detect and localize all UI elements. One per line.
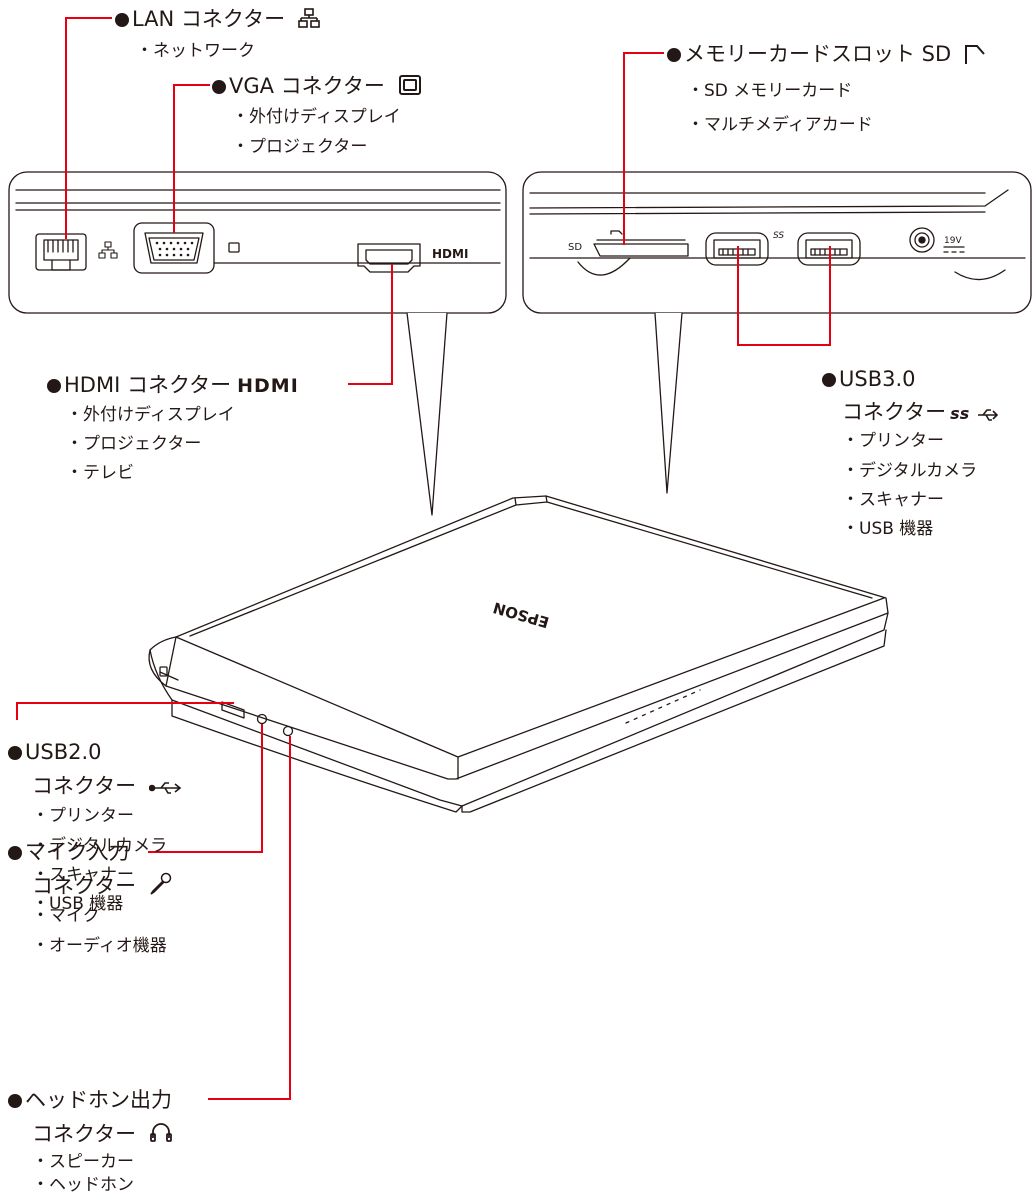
vga-leader <box>173 84 210 233</box>
hdmi-item: ・プロジェクター <box>66 434 202 454</box>
bullet-dot <box>47 379 61 393</box>
dc-label: 19V <box>944 236 962 246</box>
hp-leader <box>208 736 291 1100</box>
right-side-panel <box>522 171 1032 314</box>
mic-title: マイク入力 <box>8 839 130 865</box>
sd-slot-label: SD <box>568 242 582 253</box>
network-icon <box>297 8 320 28</box>
bullet-dot <box>8 846 22 860</box>
microphone-icon <box>150 872 172 895</box>
hp-item: ・スピーカー <box>32 1152 134 1172</box>
hdmi-item: ・外付けディスプレイ <box>66 405 235 425</box>
hp-title: ヘッドホン出力 <box>8 1087 172 1113</box>
vga-icon <box>398 75 421 95</box>
hdmi-logo: HDMI <box>237 375 299 397</box>
vga-item: ・プロジェクター <box>232 137 368 157</box>
mic-item: ・マイク <box>32 906 100 926</box>
network-icon <box>98 241 118 259</box>
vga-item: ・外付けディスプレイ <box>232 107 401 127</box>
usb2-title-line2: コネクター <box>32 773 183 799</box>
hp-title-line2: コネクター <box>32 1120 173 1147</box>
dc-in-jack <box>909 227 965 253</box>
usb3-item: ・プリンター <box>842 431 944 451</box>
hdmi-port-label: HDMI <box>432 247 468 261</box>
ss-mark: ss <box>950 404 970 423</box>
usb2-leader <box>16 702 234 720</box>
bullet-dot <box>115 13 129 27</box>
usb-icon <box>148 782 182 794</box>
mic-leader <box>148 724 263 853</box>
hp-item: ・ヘッドホン <box>32 1175 134 1195</box>
lan-port <box>35 233 87 271</box>
usb3-item: ・USB 機器 <box>842 519 934 539</box>
headphone-icon <box>149 1123 172 1142</box>
lan-title: LAN コネクター <box>115 6 320 32</box>
ss-label: SS <box>773 231 784 241</box>
usb3-item: ・スキャナー <box>842 490 944 510</box>
bullet-dot <box>8 1094 22 1108</box>
usb2-item: ・USB 機器 <box>32 894 124 914</box>
lan-item: ・ネットワーク <box>136 41 255 61</box>
bullet-dot <box>822 373 836 387</box>
bullet-dot <box>8 746 22 760</box>
lan-leader <box>65 17 112 239</box>
bullet-dot <box>667 48 681 62</box>
usb3-leader <box>737 246 831 346</box>
sd-card-icon <box>964 45 985 64</box>
usb2-title: USB2.0 <box>8 739 102 765</box>
sd-slot <box>593 230 689 257</box>
laptop-illustration <box>148 495 889 813</box>
bullet-dot <box>212 80 226 94</box>
sd-item: ・SD メモリーカード <box>687 81 853 101</box>
sd-item: ・マルチメディアカード <box>687 115 873 135</box>
hdmi-leader <box>348 264 393 385</box>
usb2-item: ・プリンター <box>32 806 134 826</box>
vga-port <box>133 222 215 274</box>
usb3-item: ・デジタルカメラ <box>842 461 978 481</box>
usb3-title: USB3.0 <box>822 366 916 392</box>
sd-leader <box>623 52 664 245</box>
hdmi-port <box>357 243 421 273</box>
usb2-item: ・デジタルカメラ <box>32 836 168 856</box>
vga-title: VGA コネクター <box>212 73 422 99</box>
usb-ss-icon <box>977 409 999 421</box>
mic-item: ・オーディオ機器 <box>32 936 167 956</box>
hdmi-item: ・テレビ <box>66 463 134 483</box>
left-side-panel <box>8 171 507 314</box>
usb2-item: ・スキャナー <box>32 865 134 885</box>
sd-title: メモリーカードスロット SD <box>667 41 986 67</box>
mic-title-line2: コネクター <box>32 872 173 899</box>
